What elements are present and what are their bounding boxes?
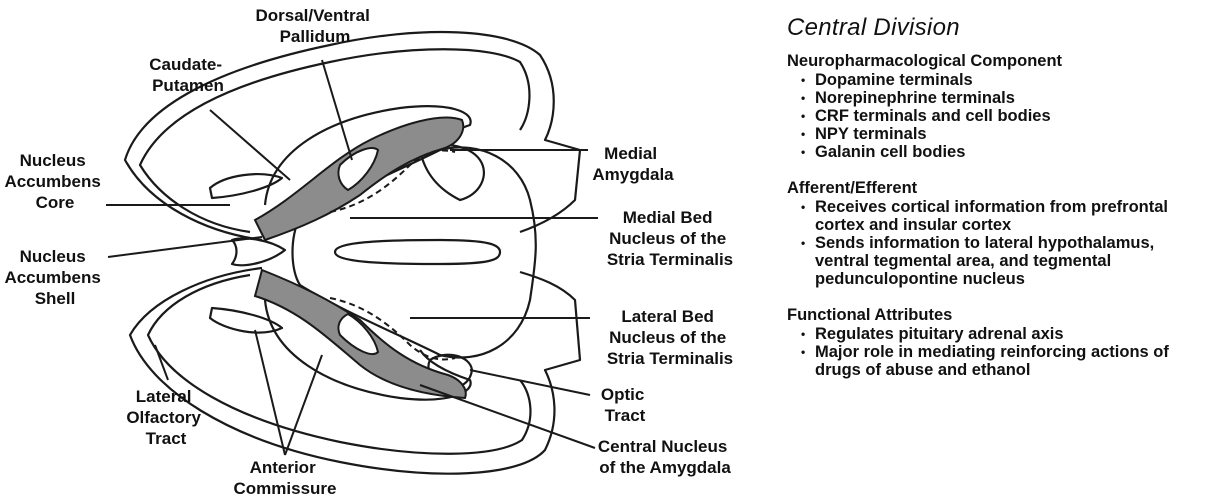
diagram-labels: Dorsal/Ventral Pallidum Caudate- Putamen… [4,6,733,498]
leader-optic-tract [470,370,590,395]
leader-caudate-putamen [210,110,290,180]
leader-anterior-commissure-a [255,330,285,455]
list-item: Norepinephrine terminals [801,89,1207,107]
list-item: Receives cortical information from prefr… [801,198,1207,234]
anterior-commissure-lower [210,308,282,333]
label-anterior-commissure: Anterior Commissure [234,458,337,498]
label-nucleus-accumbens-core: Nucleus Accumbens Core [4,151,105,212]
midline-notch [232,238,285,265]
item-list: Receives cortical information from prefr… [801,198,1207,288]
leader-central-nucleus-amygdala [420,385,595,448]
label-lateral-bed-nucleus: Lateral Bed Nucleus of the Stria Termina… [607,307,733,368]
section-neuropharmacological: Neuropharmacological Component Dopamine … [787,52,1207,161]
list-item: Regulates pituitary adrenal axis [801,325,1207,343]
label-medial-amygdala: Medial Amygdala [592,144,674,184]
brain-diagram: Dorsal/Ventral Pallidum Caudate- Putamen… [0,0,760,500]
list-item: NPY terminals [801,125,1207,143]
anterior-commissure-upper [210,174,282,198]
label-central-nucleus-amygdala: Central Nucleus of the Amygdala [598,437,732,477]
label-optic-tract: Optic Tract [601,385,649,425]
panel-title: Central Division [787,14,1207,42]
item-list: Regulates pituitary adrenal axis Major r… [801,325,1207,379]
list-item: Galanin cell bodies [801,143,1207,161]
central-division-panel: Central Division Neuropharmacological Co… [787,14,1207,397]
label-lateral-olfactory-tract: Lateral Olfactory Tract [126,387,205,448]
label-caudate-putamen: Caudate- Putamen [149,55,226,95]
leader-anterior-commissure-b [285,355,322,455]
list-item: Dopamine terminals [801,71,1207,89]
item-list: Dopamine terminals Norepinephrine termin… [801,71,1207,161]
leader-dorsal-ventral-pallidum [322,60,352,160]
section-heading: Functional Attributes [787,306,1207,325]
list-item: CRF terminals and cell bodies [801,107,1207,125]
section-functional-attributes: Functional Attributes Regulates pituitar… [787,306,1207,379]
section-heading: Neuropharmacological Component [787,52,1207,71]
label-nucleus-accumbens-shell: Nucleus Accumbens Shell [4,247,105,308]
outer-outline-lower [130,268,580,474]
label-medial-bed-nucleus: Medial Bed Nucleus of the Stria Terminal… [607,208,733,269]
section-heading: Afferent/Efferent [787,179,1207,198]
leader-nucleus-accumbens-shell [108,237,262,257]
central-slit [335,240,500,264]
list-item: Major role in mediating reinforcing acti… [801,343,1207,379]
list-item: Sends information to lateral hypothalamu… [801,234,1207,288]
section-afferent-efferent: Afferent/Efferent Receives cortical info… [787,179,1207,288]
